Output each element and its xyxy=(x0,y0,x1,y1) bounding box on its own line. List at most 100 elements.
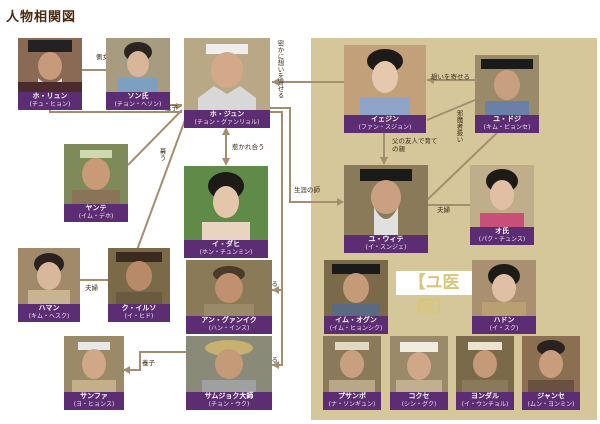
portrait-an-gwanik xyxy=(186,260,272,316)
clinic-banner: 【ユ医院】 xyxy=(396,271,472,317)
card-ida[interactable]: イ・ダヒ(ホン・チュンミン) xyxy=(184,166,268,258)
name-ida: イ・ダヒ xyxy=(212,240,240,248)
actor-oh: (パク・チュンス) xyxy=(478,236,526,243)
label-ho-jun: ホ・ジュン(チョン・グァンリョル) xyxy=(184,110,270,128)
line-sanfa-samjok xyxy=(123,351,186,371)
rel-chichi-no-yujin: 父の友人で育ての親 xyxy=(392,137,438,153)
portrait-oh xyxy=(470,165,534,227)
arrow-ida-down xyxy=(222,158,230,166)
arrow-to-sanfa xyxy=(123,366,130,374)
card-im-ogun[interactable]: イム・オグン(イム・ヒョンシク) xyxy=(324,260,388,334)
portrait-ku-ilso xyxy=(108,248,170,304)
line-yudoji-jyama xyxy=(426,99,476,121)
card-hadon[interactable]: ハドン(イ・スク) xyxy=(472,260,536,334)
name-sanfa: サンファ xyxy=(80,392,108,400)
actor-yu-doji: (キム・ビョンセ) xyxy=(483,124,531,131)
actor-kokuse: (シン・グク) xyxy=(401,401,437,408)
name-samjok: サムジョク大師 xyxy=(204,392,254,400)
name-yangte: ヤンテ xyxy=(85,204,107,212)
portrait-jansen xyxy=(522,336,580,392)
label-ku-ilso: ク・イルソ(イ・ヒド) xyxy=(108,304,170,322)
page-title: 人物相関図 xyxy=(6,10,77,25)
name-pusunbo: プサンボ xyxy=(338,392,366,400)
rel-musuko1: 息子 xyxy=(165,104,178,112)
name-ho-ryun: ホ・リュン xyxy=(32,92,68,100)
rel-hikareau: 惹かれ合う xyxy=(232,143,265,151)
actor-sanfa: (ヨ・ヒョンス) xyxy=(73,401,115,408)
actor-hadon: (イ・スク) xyxy=(489,325,519,332)
actor-yejin: (ファン・スジョン) xyxy=(358,124,412,131)
name-yu-doji: ユ・ドジ xyxy=(493,115,521,123)
portrait-yu-uite xyxy=(344,165,428,235)
card-yejin[interactable]: イェジン(ファン・スジョン) xyxy=(344,45,426,133)
label-yangte: ヤンテ(イム・デホ) xyxy=(64,204,128,222)
arrow-to-an xyxy=(272,286,279,294)
name-yejin: イェジン xyxy=(371,115,399,123)
card-kokuse[interactable]: コクセ(シン・グク) xyxy=(390,336,448,410)
card-oh[interactable]: オ氏(パク・チュンス) xyxy=(470,165,534,245)
arrow-to-hojun xyxy=(272,78,279,86)
actor-ho-ryun: (チュ・ヒョン) xyxy=(29,101,71,108)
card-yu-doji[interactable]: ユ・ドジ(キム・ビョンセ) xyxy=(475,55,539,133)
actor-son: (チョン・ヘソン) xyxy=(114,101,162,108)
card-ho-jun[interactable]: ホ・ジュン(チョン・グァンリョル) xyxy=(184,38,270,128)
portrait-ho-ryun xyxy=(18,38,82,92)
line-hojun-yuuite xyxy=(270,107,342,203)
portrait-yejin xyxy=(344,45,426,115)
card-son[interactable]: ソン氏(チョン・ヘソン) xyxy=(106,38,170,110)
card-jansen[interactable]: ジャンセ(ムン・ヨンミン) xyxy=(522,336,580,410)
card-yu-uite[interactable]: ユ・ウィテ(イ・スンジェ) xyxy=(344,165,428,253)
rel-fuufu1: 夫婦 xyxy=(437,206,450,214)
actor-ho-jun: (チョン・グァンリョル) xyxy=(194,119,260,126)
portrait-yondaru xyxy=(456,336,514,392)
card-samjok[interactable]: サムジョク大師(チョン・ウク) xyxy=(186,336,272,410)
label-pusunbo: プサンボ(ナ・ソンギュン) xyxy=(323,392,381,410)
rel-shogai-shi: 生涯の師 xyxy=(294,186,320,194)
name-kokuse: コクセ xyxy=(408,392,430,400)
portrait-yangte xyxy=(64,144,128,204)
card-ho-ryun[interactable]: ホ・リュン(チュ・ヒョン) xyxy=(18,38,82,110)
label-kokuse: コクセ(シン・グク) xyxy=(390,392,448,410)
label-yu-uite: ユ・ウィテ(イ・スンジェ) xyxy=(344,235,428,253)
portrait-hadon xyxy=(472,260,536,316)
name-son: ソン氏 xyxy=(127,92,149,100)
card-yondaru[interactable]: ヨンダル(イ・ウンチョル) xyxy=(456,336,514,410)
arrow-to-samjok xyxy=(272,361,279,369)
actor-yondaru: (イ・ウンチョル) xyxy=(461,401,509,408)
name-haman: ハマン xyxy=(38,304,60,312)
arrow-hojun-up xyxy=(222,127,230,135)
rel-omoi-yoseru: 想いを寄せる xyxy=(431,73,470,81)
portrait-son xyxy=(106,38,170,92)
name-ku-ilso: ク・イルソ xyxy=(121,304,157,312)
actor-an-gwanik: (ハン・インス) xyxy=(208,325,250,332)
actor-im-ogun: (イム・ヒョンシク) xyxy=(329,325,383,332)
name-hadon: ハドン xyxy=(493,316,515,324)
rel-sokujo: 側女 xyxy=(96,53,109,61)
portrait-samjok xyxy=(186,336,272,392)
card-yangte[interactable]: ヤンテ(イム・デホ) xyxy=(64,144,128,222)
label-jansen: ジャンセ(ムン・ヨンミン) xyxy=(522,392,580,410)
name-yu-uite: ユ・ウィテ xyxy=(368,235,404,243)
card-an-gwanik[interactable]: アン・グァンイク(ハン・インス) xyxy=(186,260,272,334)
card-haman[interactable]: ハマン(キム・ヘスク) xyxy=(18,248,80,322)
name-yondaru: ヨンダル xyxy=(471,392,499,400)
actor-yu-uite: (イ・スンジェ) xyxy=(365,244,407,251)
label-yondaru: ヨンダル(イ・ウンチョル) xyxy=(456,392,514,410)
label-an-gwanik: アン・グァンイク(ハン・インス) xyxy=(186,316,272,334)
name-an-gwanik: アン・グァンイク xyxy=(201,316,257,324)
card-ku-ilso[interactable]: ク・イルソ(イ・ヒド) xyxy=(108,248,170,322)
card-sanfa[interactable]: サンファ(ヨ・ヒョンス) xyxy=(64,336,124,410)
actor-pusunbo: (ナ・ソンギュン) xyxy=(328,401,376,408)
name-jansen: ジャンセ xyxy=(537,392,565,400)
portrait-im-ogun xyxy=(324,260,388,316)
label-ho-ryun: ホ・リュン(チュ・ヒョン) xyxy=(18,92,82,110)
rel-fuufu2: 夫婦 xyxy=(85,284,98,292)
portrait-haman xyxy=(18,248,80,304)
actor-jansen: (ムン・ヨンミン) xyxy=(527,401,575,408)
card-pusunbo[interactable]: プサンボ(ナ・ソンギュン) xyxy=(323,336,381,410)
rel-nou: 募う xyxy=(158,148,166,161)
label-yu-doji: ユ・ドジ(キム・ビョンセ) xyxy=(475,115,539,133)
name-oh: オ氏 xyxy=(495,227,509,235)
line-yangte-hojun xyxy=(127,109,183,166)
label-haman: ハマン(キム・ヘスク) xyxy=(18,304,80,322)
